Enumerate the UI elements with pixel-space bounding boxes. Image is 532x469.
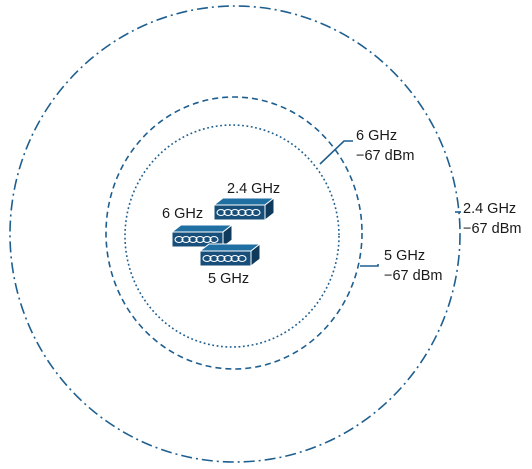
access-point-2-4ghz — [213, 197, 275, 221]
callout-leader-6ghz — [319, 140, 353, 165]
device-label-5ghz: 5 GHz — [208, 271, 249, 287]
callout-2-4ghz-band: 2.4 GHz — [463, 201, 516, 217]
device-label-6ghz: 6 GHz — [162, 206, 203, 222]
callout-5ghz-band: 5 GHz — [384, 248, 425, 264]
coverage-ring-5ghz — [105, 96, 363, 370]
callout-5ghz-signal: −67 dBm — [384, 268, 442, 284]
device-label-2-4ghz: 2.4 GHz — [227, 181, 280, 197]
callout-6ghz-signal: −67 dBm — [356, 148, 414, 164]
callout-leader-5ghz — [360, 264, 379, 267]
coverage-ring-2-4ghz — [9, 5, 461, 463]
callout-2-4ghz-signal: −67 dBm — [463, 221, 521, 237]
callout-6ghz-band: 6 GHz — [356, 128, 397, 144]
coverage-ring-6ghz — [124, 124, 340, 348]
access-point-5ghz — [199, 243, 261, 267]
